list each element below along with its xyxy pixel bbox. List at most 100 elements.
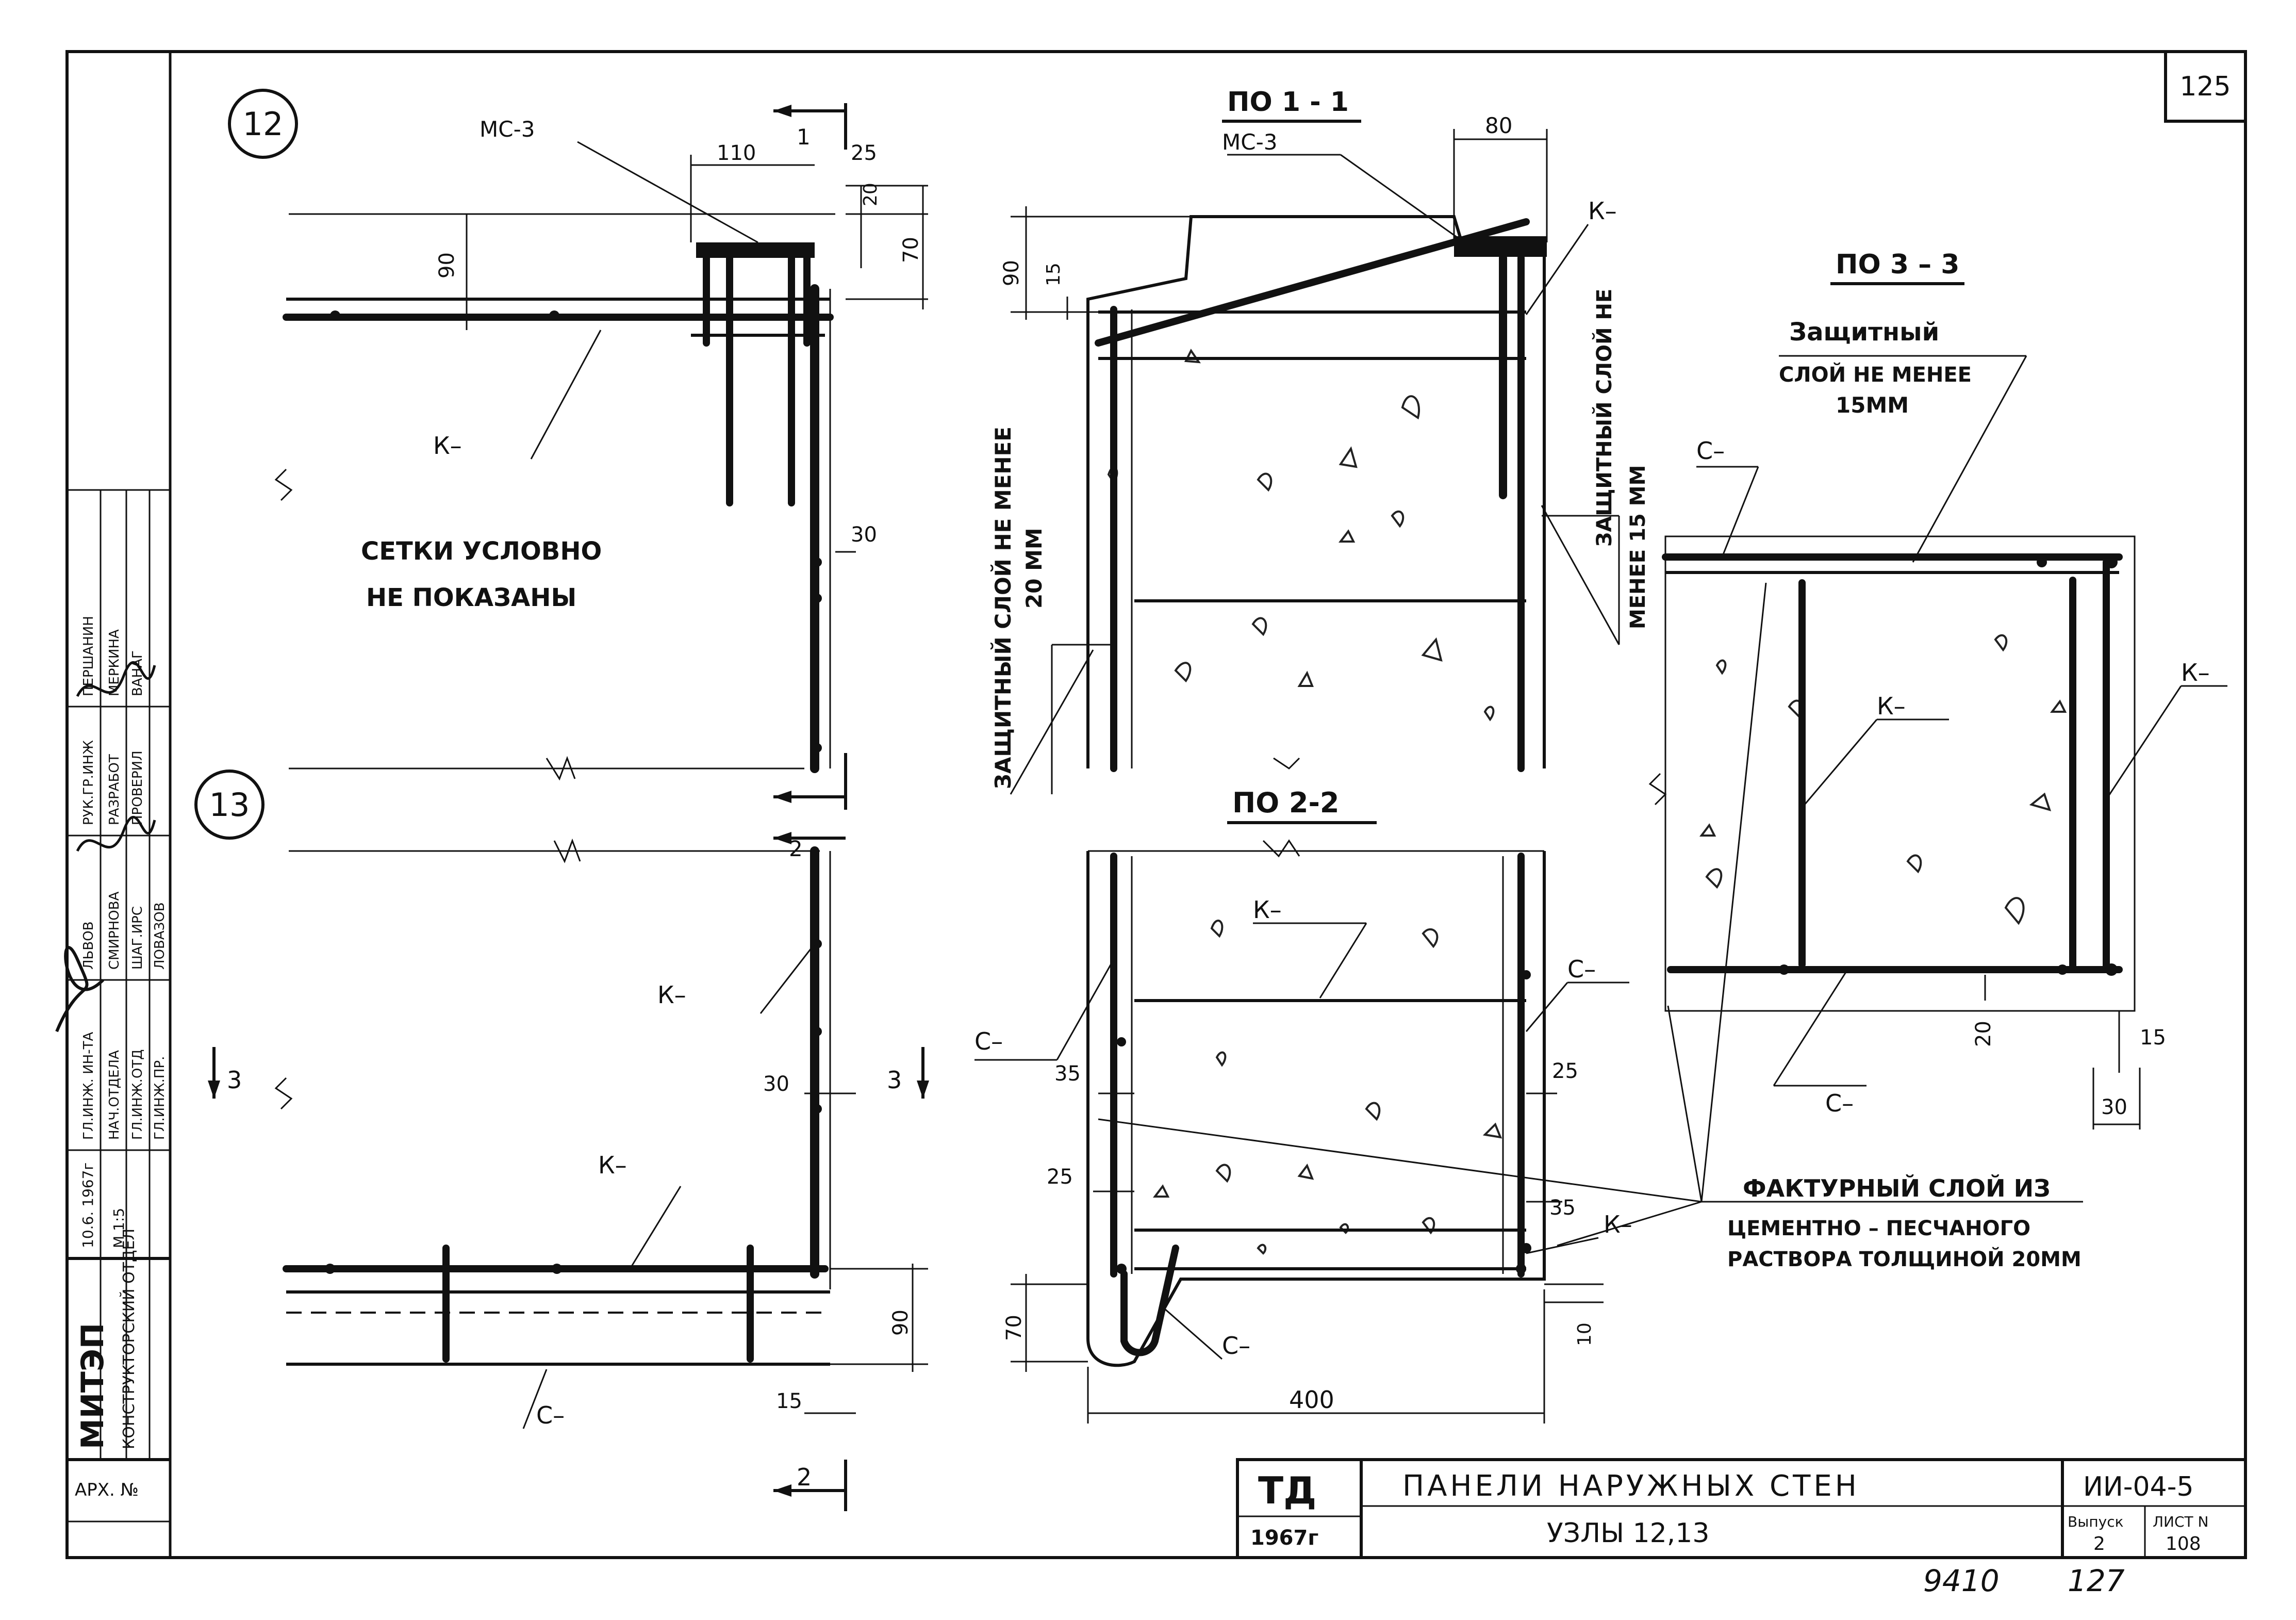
node-12-dim-110: 110 <box>717 141 756 165</box>
bottom-number-2: 127 <box>2068 1563 2125 1598</box>
section-2-2-dim-10: 10 <box>1574 1322 1595 1346</box>
section-3-3: ПО 3 – 3 Защитный СЛОЙ НЕ МЕНЕЕ 15ММ С– … <box>1648 249 2227 1130</box>
node-12: 12 МС-3 К– СЕТКИ УСЛОВНО НЕ ПОКАЗАНЫ 110… <box>228 89 928 810</box>
section-2-2-mesh-c3: С– <box>1222 1332 1250 1360</box>
section-2-2-dim-35b: 35 <box>1549 1196 1576 1220</box>
stamp-org: МИТЭП <box>75 1323 111 1449</box>
title-main: ПАНЕЛИ НАРУЖНЫХ СТЕН <box>1402 1469 1860 1503</box>
section-1-1-note-right-2: МЕНЕЕ 15 ММ <box>1626 465 1650 629</box>
section-2-2-dim-400: 400 <box>1289 1386 1334 1414</box>
title-subtitle: УЗЛЫ 12,13 <box>1547 1518 1709 1549</box>
break-line <box>1273 757 1300 770</box>
facing-note-line-2: ЦЕМЕНТНО – ПЕСЧАНОГО <box>1727 1217 2030 1240</box>
stamp-name-2: СМИРНОВА <box>107 891 122 970</box>
stamp-archive: АРХ. № <box>75 1480 139 1500</box>
node-13-label: 13 <box>209 786 250 824</box>
page-number: 125 <box>2179 71 2231 102</box>
section-1-1-outline <box>1086 215 1546 768</box>
stamp-role-2: НАЧ.ОТДЕЛА <box>107 1050 122 1140</box>
break-line <box>274 468 293 501</box>
stamp-scale: М 1:5 <box>110 1208 127 1248</box>
section-3-3-rebar-k2: К– <box>2181 659 2210 686</box>
node-13-dim-30: 30 <box>763 1072 789 1096</box>
stamp-name-5: ПЕРШАНИН <box>81 616 96 696</box>
hook-rebar <box>1120 1245 1179 1356</box>
facing-note-line-1: ФАКТУРНЫЙ СЛОЙ ИЗ <box>1743 1174 2051 1202</box>
node-13-section-mark-b1: 3 <box>227 1066 242 1094</box>
section-3-3-mesh-c1: С– <box>1696 437 1725 465</box>
node-13-section-mark-b2: 3 <box>887 1066 902 1094</box>
section-2-2-title: ПО 2-2 <box>1232 787 1339 819</box>
section-1-1-dim-90: 90 <box>1000 260 1023 286</box>
section-1-1-dim-15: 15 <box>1043 263 1064 286</box>
section-1-1-dim-80: 80 <box>1485 113 1512 138</box>
section-1-1-note-left-1: ЗАЩИТНЫЙ СЛОЙ НЕ МЕНЕЕ <box>990 427 1016 789</box>
node-12-dim-20: 20 <box>860 183 881 206</box>
stamp-role-5: РУК.ГР.ИНЖ <box>81 740 96 825</box>
break-line <box>546 756 576 781</box>
section-1-1-note-left-2: 20 ММ <box>1021 528 1047 609</box>
stamp-role-3: ГЛ.ИНЖ.ОТД <box>130 1049 145 1140</box>
concrete-hatch <box>1153 920 1502 1255</box>
signature-mark <box>76 661 156 697</box>
title-series: ИИ-04-5 <box>2083 1471 2194 1502</box>
node-13-rebar-k2: К– <box>598 1151 627 1179</box>
bottom-number-1: 9410 <box>1923 1563 2000 1598</box>
node-12-dim-90: 90 <box>435 252 459 279</box>
section-3-3-dim-15: 15 <box>2140 1026 2166 1050</box>
stamp-role-4: ГЛ.ИНЖ.ПР. <box>152 1056 168 1140</box>
break-line <box>1648 773 1667 806</box>
stamp-name-1: ЛЬВОВ <box>81 921 96 970</box>
facing-layer-note: ФАКТУРНЫЙ СЛОЙ ИЗ ЦЕМЕНТНО – ПЕСЧАНОГО Р… <box>1098 582 2083 1271</box>
section-2-2-mesh-c1: С– <box>974 1027 1003 1055</box>
stamp-role-6: РАЗРАБОТ <box>107 754 122 825</box>
section-1-1: ПО 1 - 1 МС-3 К– 80 90 15 ЗАЩИТНЫЙ СЛОЙ … <box>990 87 1650 795</box>
title-year: 1967г <box>1250 1526 1318 1550</box>
break-line <box>553 838 581 863</box>
stamp-role-7: ПРОВЕРИЛ <box>130 750 145 825</box>
node-12-section-mark: 1 <box>797 124 811 150</box>
section-3-3-mesh-c2: С– <box>1825 1089 1854 1117</box>
node-13: 13 К– К– С– 30 90 15 2 <box>194 770 929 1511</box>
sheet-frame: 1 25 <box>65 50 2247 1559</box>
signature-mark <box>76 815 156 852</box>
section-3-3-note-3: 15ММ <box>1836 392 1909 418</box>
section-1-1-title: ПО 1 - 1 <box>1227 87 1349 118</box>
node-13-rebar-k1: К– <box>657 981 686 1009</box>
node-13-section-mark-c: 2 <box>797 1463 812 1491</box>
section-2-2-dim-25a: 25 <box>1047 1165 1073 1189</box>
node-12-dim-30: 30 <box>851 523 877 547</box>
signature-mark <box>55 946 105 1033</box>
section-2-2-mesh-c2: С– <box>1567 955 1596 983</box>
section-2-2-outline <box>1086 851 1546 1367</box>
node-13-dim-15: 15 <box>776 1389 802 1413</box>
title-code: ТД <box>1258 1469 1316 1512</box>
node-12-embed: МС-3 <box>480 117 535 142</box>
title-sheet-label: ЛИСТ N <box>2153 1513 2209 1530</box>
section-3-3-dim-30: 30 <box>2101 1095 2127 1119</box>
break-line <box>274 1077 293 1110</box>
stamp-dept: КОНСТРУКТОРСКИЙ ОТДЕЛ <box>120 1229 138 1449</box>
title-sheet-no: 108 <box>2166 1533 2201 1554</box>
stamp-name-3: ШАГ.ИРС <box>130 906 145 970</box>
node-12-note-2: НЕ ПОКАЗАНЫ <box>366 583 576 612</box>
section-3-3-rebar-k1: К– <box>1877 692 1906 720</box>
title-block: ТД 1967г ПАНЕЛИ НАРУЖНЫХ СТЕН УЗЛЫ 12,13… <box>1236 1458 2247 1559</box>
title-issue-label: Выпуск <box>2068 1513 2124 1530</box>
node-13-section-mark-a: 2 <box>789 836 803 861</box>
node-12-dim-70: 70 <box>899 237 923 263</box>
section-1-1-note-right-1: ЗАЩИТНЫЙ СЛОЙ НЕ <box>1592 289 1616 547</box>
section-2-2: ПО 2-2 К– К– С– С– С– 35 25 25 35 <box>974 787 1632 1423</box>
section-2-2-rebar-k1: К– <box>1253 896 1282 924</box>
node-12-dim-25: 25 <box>851 141 877 165</box>
node-12-rebar: К– <box>433 432 462 460</box>
section-3-3-title: ПО 3 – 3 <box>1836 249 1959 280</box>
concrete-hatch <box>1107 349 1495 722</box>
node-12-label: 12 <box>243 105 284 143</box>
title-issue: 2 <box>2093 1533 2105 1554</box>
side-stamp: МИТЭП КОНСТРУКТОРСКИЙ ОТДЕЛ 10.6. 1967г … <box>55 489 170 1523</box>
section-2-2-dim-70: 70 <box>1002 1315 1026 1341</box>
stamp-date: 10.6. 1967г <box>79 1163 96 1248</box>
break-line <box>1262 839 1300 858</box>
